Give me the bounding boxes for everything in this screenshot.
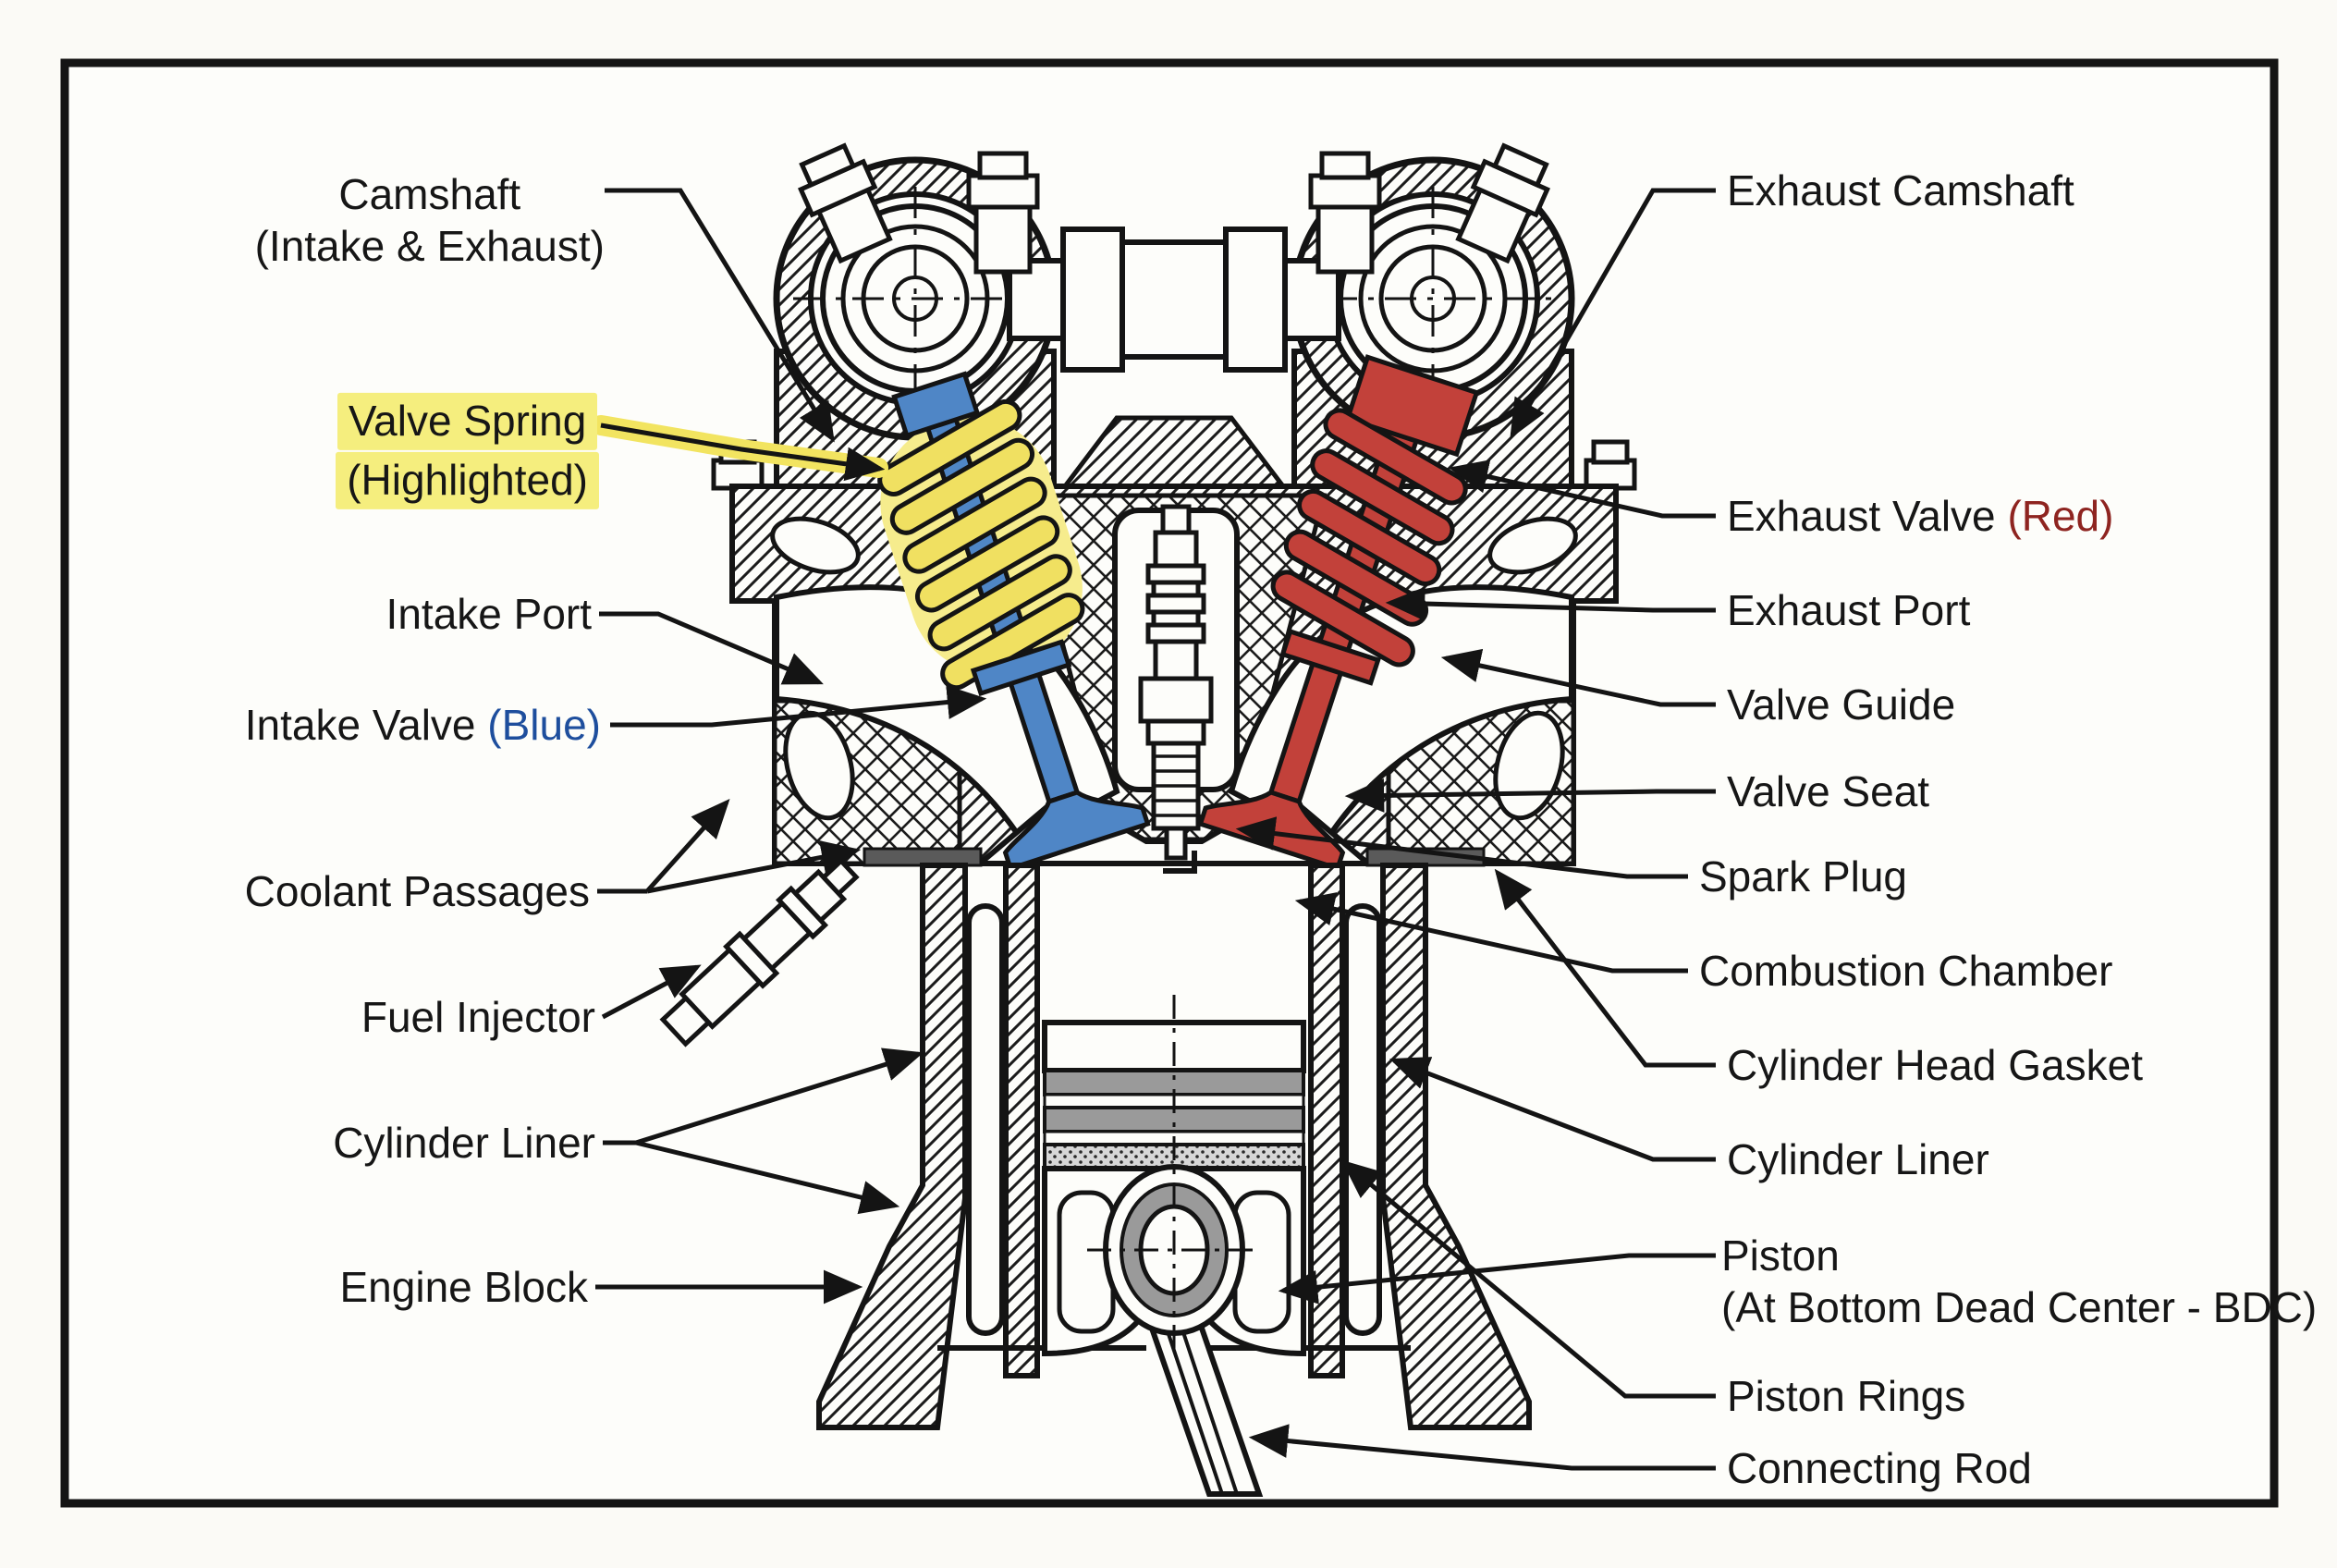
- leader-intake-port: [599, 611, 824, 685]
- leader-intake-valve: [610, 685, 987, 728]
- leader-lines: [591, 188, 1716, 1471]
- leader-spark-plug: [1235, 816, 1688, 879]
- exhaust-valve-retainer: [1344, 354, 1480, 458]
- label-cylinder-head-gasket: Cylinder Head Gasket: [1727, 1040, 2143, 1089]
- label-valve-guide: Valve Guide: [1727, 680, 1956, 729]
- label-fuel-injector: Fuel Injector: [361, 992, 595, 1041]
- intake-valve-retainer: [891, 371, 981, 439]
- valve-spring-coils: [877, 398, 1085, 691]
- leader-head-gasket: [1494, 868, 1716, 1068]
- block-coolant-slot-left: [966, 903, 1005, 1336]
- label-connecting-rod: Connecting Rod: [1727, 1443, 2032, 1492]
- leader-camshaft: [605, 188, 835, 443]
- leader-exhaust-port: [1385, 586, 1716, 621]
- label-piston: Piston (At Bottom Dead Center - BDC): [1721, 1231, 2318, 1331]
- piston-centerlines: [1087, 995, 1261, 1352]
- leader-fuel-injector: [601, 964, 702, 1020]
- spark-plug-shape: [1138, 504, 1214, 874]
- label-exhaust-camshaft: Exhaust Camshaft: [1727, 165, 2074, 214]
- label-camshaft: Camshaft (Intake & Exhaust): [254, 169, 605, 270]
- leader-valve-seat: [1344, 778, 1716, 813]
- leader-exhaust-camshaft: [1510, 188, 1716, 439]
- label-intake-valve: Intake Valve (Blue): [244, 700, 601, 749]
- label-exhaust-valve: Exhaust Valve (Red): [1727, 491, 2114, 540]
- label-spark-plug: Spark Plug: [1699, 851, 1908, 900]
- leader-piston: [1278, 1253, 1716, 1305]
- label-engine-block: Engine Block: [339, 1262, 589, 1311]
- label-valve-spring: Valve Spring (Highlighted): [336, 392, 599, 510]
- label-cylinder-liner-right: Cylinder Liner: [1727, 1134, 1989, 1183]
- label-intake-port: Intake Port: [385, 589, 592, 638]
- block-coolant-slot-right: [1343, 903, 1382, 1336]
- cylinder-liner-right-band: [1308, 863, 1345, 1378]
- exhaust-spring-seat: [1279, 628, 1381, 686]
- label-piston-rings: Piston Rings: [1727, 1371, 1966, 1420]
- leader-exhaust-valve: [1448, 459, 1716, 519]
- label-coolant-passages: Coolant Passages: [244, 866, 590, 915]
- piston-shape: [1042, 995, 1306, 1357]
- label-combustion-chamber: Combustion Chamber: [1699, 946, 2113, 995]
- label-valve-seat: Valve Seat: [1727, 766, 1930, 815]
- intake-valve-assembly: [877, 371, 1151, 872]
- cylinder-head-gasket-strips: [863, 847, 1486, 867]
- exhaust-valve-assembly: [1197, 354, 1480, 872]
- leader-connecting-rod: [1248, 1424, 1716, 1471]
- cylinder-liner-left-band: [1003, 863, 1040, 1378]
- label-exhaust-port: Exhaust Port: [1727, 585, 1971, 634]
- fuel-injector-shape: [659, 857, 860, 1047]
- camshaft-center-shaft: [1007, 227, 1341, 373]
- leader-piston-rings: [1340, 1159, 1716, 1399]
- intake-valve-head: [1002, 790, 1151, 872]
- leader-valve-spring: [600, 423, 886, 482]
- label-cylinder-liner-left: Cylinder Liner: [333, 1118, 595, 1167]
- leader-cyl-liner-right: [1389, 1057, 1716, 1162]
- engine-block-walls: [816, 863, 1532, 1430]
- intake-spring-seat: [970, 639, 1072, 697]
- leader-combustion-chamber: [1294, 892, 1688, 974]
- leader-valve-guide: [1440, 648, 1716, 707]
